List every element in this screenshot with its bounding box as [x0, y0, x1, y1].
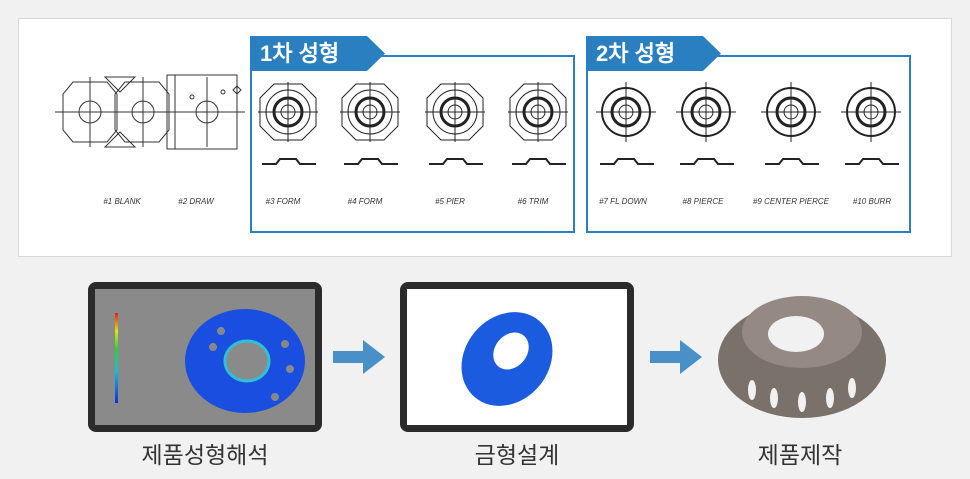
die-step-drawing: [676, 82, 736, 165]
caption-manufacturing: 제품제작: [757, 442, 843, 468]
stage-2-tab: 2차 성형: [586, 36, 721, 71]
die-step-drawing: [841, 82, 901, 165]
step-label: #4 FORM: [347, 197, 383, 206]
step-label: #7 FL DOWN: [599, 197, 647, 206]
step-label: #2 DRAW: [178, 197, 214, 206]
die-step-drawing: [761, 82, 821, 165]
caption-forming-analysis: 제품성형해석: [141, 442, 269, 468]
step-label: #5 PIER: [435, 197, 465, 206]
forming-analysis-image: [95, 289, 315, 425]
finished-product-image: [718, 296, 886, 418]
die-step-drawing: [425, 82, 485, 165]
die-step-drawing: [258, 82, 318, 165]
caption-die-design: 금형설계: [474, 442, 560, 468]
stage-1-tab: 1차 성형: [250, 36, 385, 71]
analysis-tablet: [88, 282, 322, 432]
die-step-drawing: [340, 82, 400, 165]
die-step-drawing: [596, 82, 656, 165]
stage-2-box: [586, 55, 911, 233]
design-tablet: [400, 282, 634, 432]
step-label: #9 CENTER PIERCE: [752, 197, 830, 206]
process-panel: [18, 18, 952, 257]
die-step-drawing: [508, 82, 568, 165]
step-label: #6 TRIM: [517, 197, 549, 206]
blank-draw-drawing: [55, 74, 245, 150]
stage-1-box: [250, 55, 575, 233]
arrow-right-icon: [333, 340, 385, 374]
step-label: #10 BURR: [852, 197, 892, 206]
step-label: #3 FORM: [265, 197, 301, 206]
step-label: #1 BLANK: [103, 197, 141, 206]
die-design-image: [407, 289, 627, 425]
arrow-right-icon: [650, 340, 702, 374]
step-label: #8 PIERCE: [682, 197, 724, 206]
